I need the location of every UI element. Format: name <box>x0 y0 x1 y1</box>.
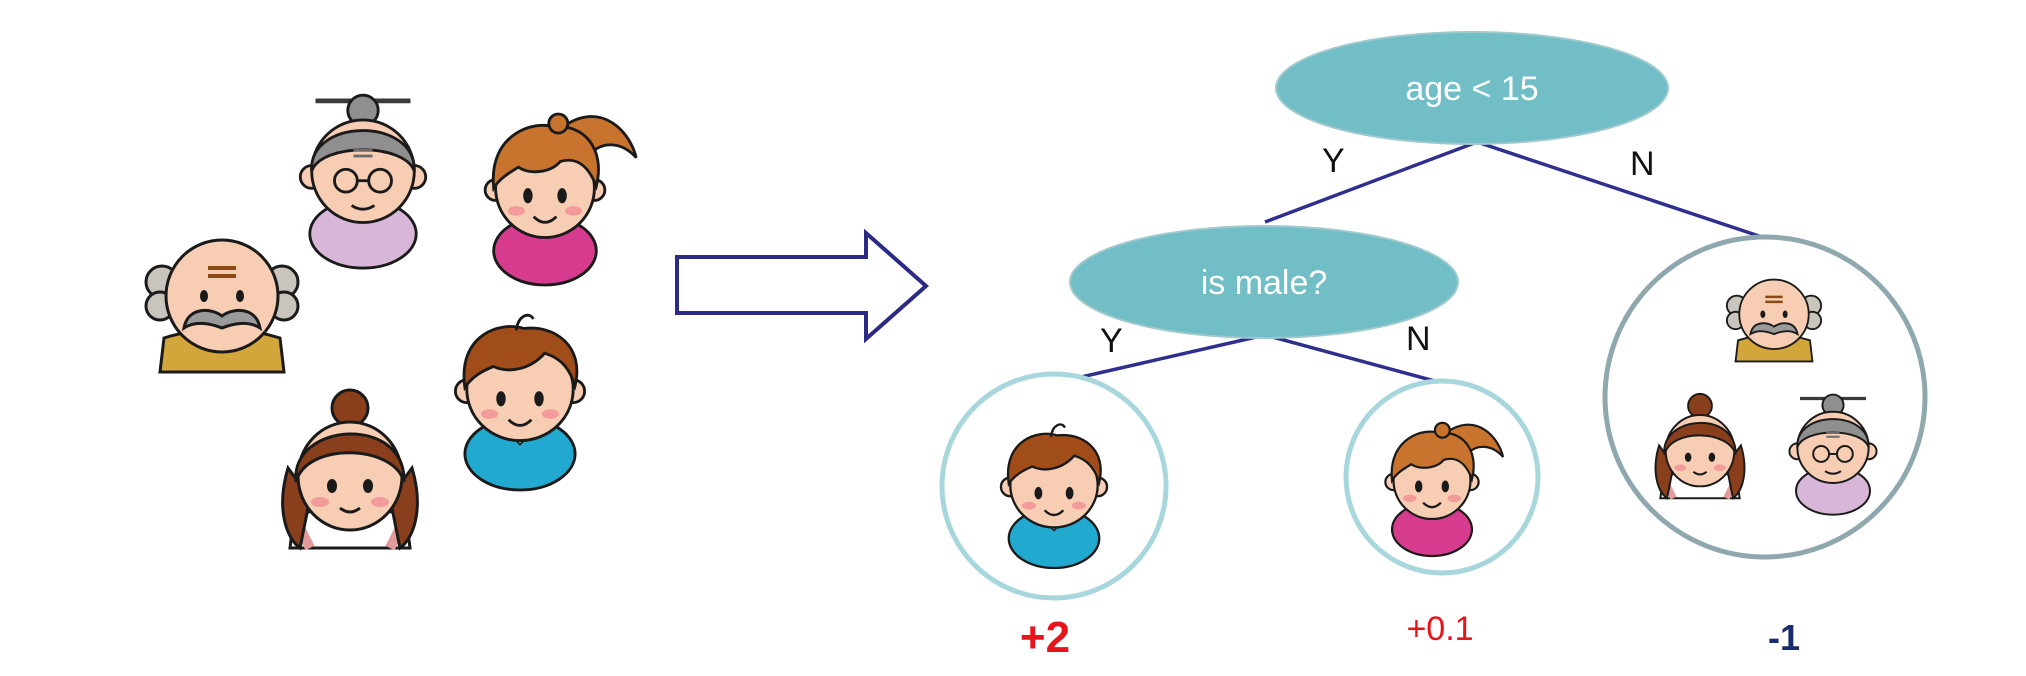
girl-icon <box>483 112 638 287</box>
edge-root-no <box>1476 140 1766 240</box>
edge-inner-yes <box>1054 333 1266 385</box>
tree-edges <box>1054 140 1766 385</box>
leaf-girl <box>1343 378 1541 576</box>
people-group <box>144 95 638 548</box>
inner-node: is male? <box>1069 225 1459 339</box>
inner-yes-label: Y <box>1100 322 1123 360</box>
root-yes-label: Y <box>1322 142 1345 180</box>
root-node-label: age < 15 <box>1405 70 1538 108</box>
inner-node-label: is male? <box>1201 264 1328 302</box>
edge-inner-no <box>1264 333 1443 385</box>
transform-arrow-icon <box>675 228 930 344</box>
edge-root-yes <box>1264 140 1478 224</box>
boy-icon <box>999 423 1109 570</box>
leaf-score-3: -1 <box>1768 617 1800 658</box>
leaf-boy <box>939 371 1169 601</box>
grandma-icon <box>300 95 425 268</box>
leaf-scores: +2 +0.1 -1 <box>1020 610 1800 662</box>
leaf-score-2: +0.1 <box>1406 610 1473 648</box>
grandpa-icon <box>144 238 300 374</box>
mother-icon <box>283 390 418 548</box>
root-node: age < 15 <box>1275 31 1669 145</box>
boy-icon <box>453 313 587 492</box>
root-no-label: N <box>1630 145 1655 183</box>
inner-no-label: N <box>1406 320 1431 358</box>
leaf-adults <box>1602 234 1928 560</box>
leaf-score-1: +2 <box>1020 613 1070 662</box>
